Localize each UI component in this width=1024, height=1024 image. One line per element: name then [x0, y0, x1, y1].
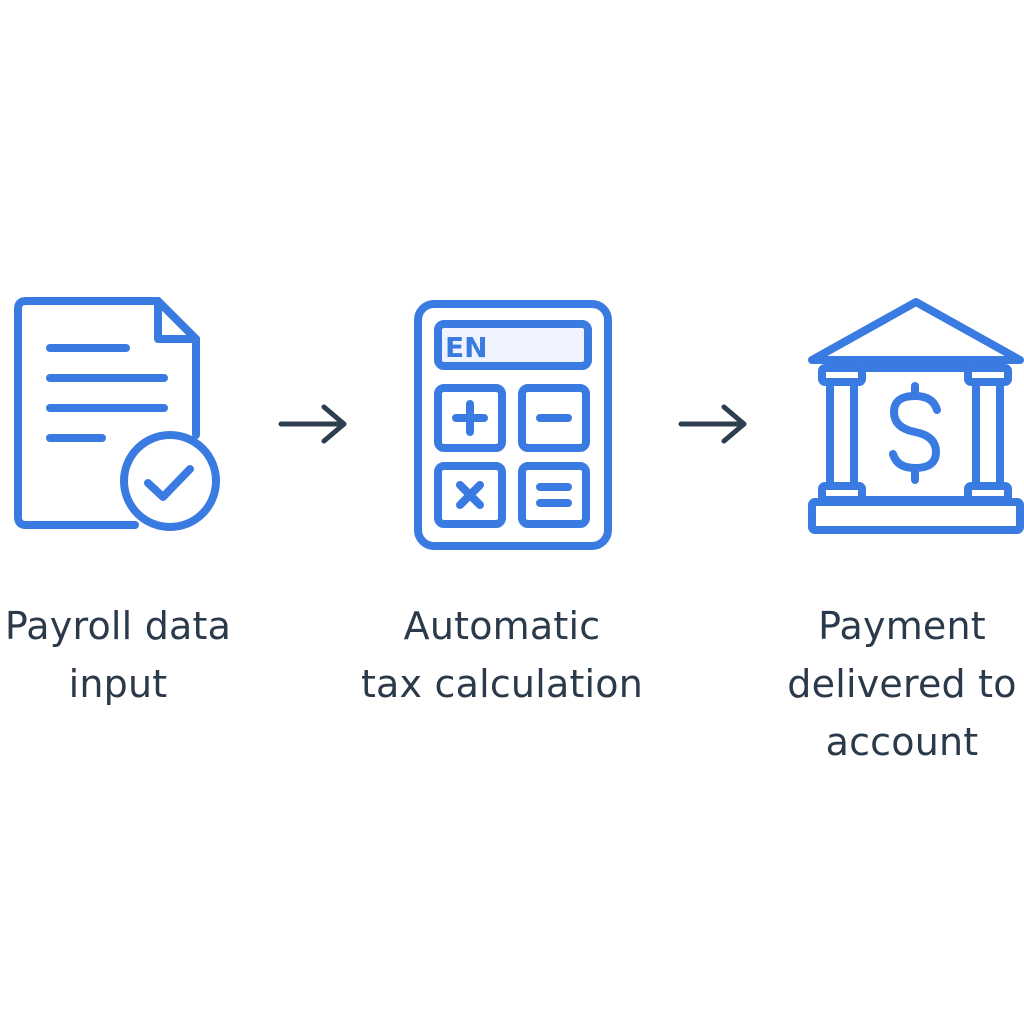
- arrow-right-icon: [678, 404, 747, 444]
- step-label-payment-delivered: Payment delivered to account: [787, 604, 1017, 764]
- arrow-right-icon: [278, 404, 347, 444]
- step-label-payroll-data-input: Payroll data input: [4, 604, 232, 706]
- calculator-icon: EN: [414, 300, 612, 550]
- calculator-display-text: EN: [445, 331, 488, 364]
- payroll-document-check-icon: [14, 297, 220, 531]
- step-label-automatic-tax-calculation: Automatic tax calculation: [360, 604, 644, 706]
- bank-dollar-icon: [808, 298, 1024, 534]
